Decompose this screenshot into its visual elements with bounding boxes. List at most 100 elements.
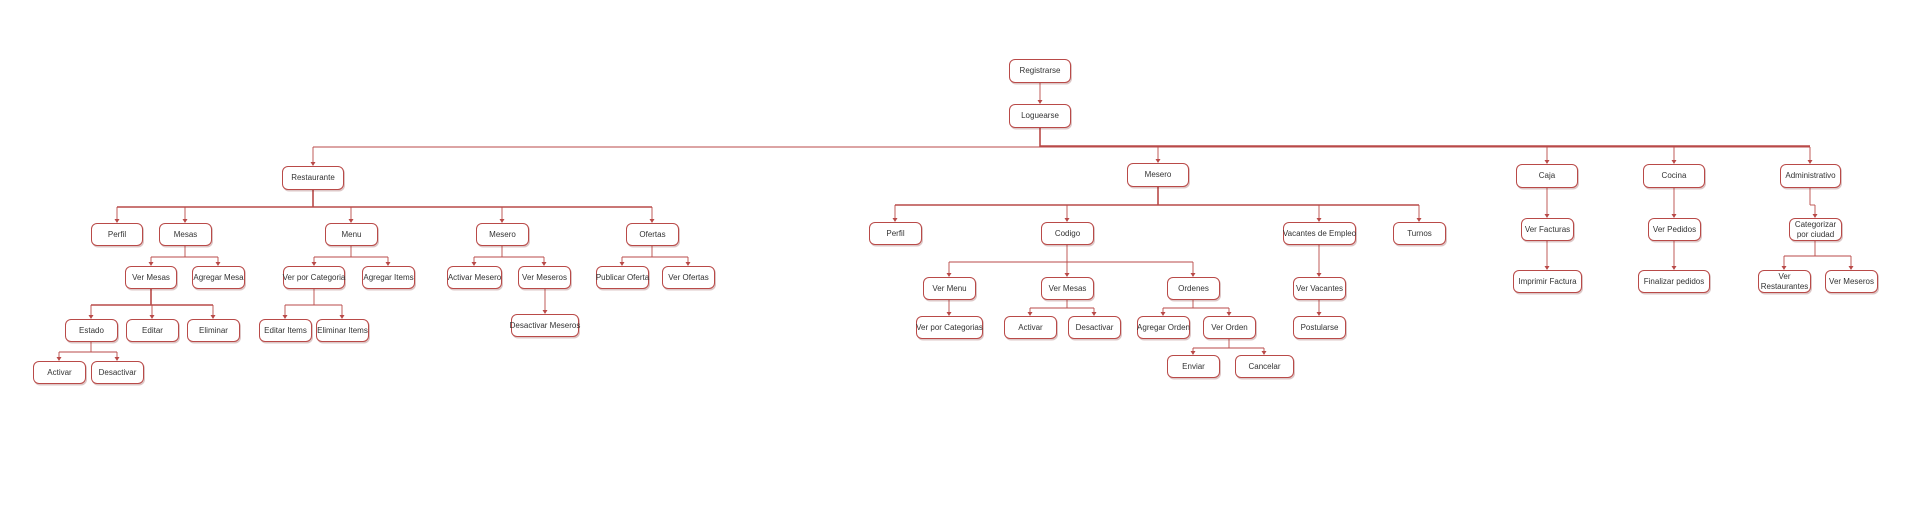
node-restaurante-agregar-mesa: Agregar Mesa	[192, 266, 245, 289]
arrowhead	[1261, 351, 1267, 355]
node-registrarse: Registrarse	[1009, 59, 1071, 83]
node-restaurante-ofertas: Ofertas	[626, 223, 679, 246]
node-mesero-agregar-orden: Agregar Orden	[1137, 316, 1190, 339]
node-mesero-ver-menu: Ver Menu	[923, 277, 976, 300]
node-caja: Caja	[1516, 164, 1578, 188]
node-restaurante-ver-por-categoria: Ver por Categoria	[283, 266, 345, 289]
arrowhead	[1316, 218, 1322, 222]
node-caja-ver-facturas: Ver Facturas	[1521, 218, 1574, 241]
node-mesero-ver-mesas: Ver Mesas	[1041, 277, 1094, 300]
node-restaurante-ver-meseros: Ver Meseros	[518, 266, 571, 289]
arrowhead	[649, 219, 655, 223]
node-restaurante-desactivar: Desactivar	[91, 361, 144, 384]
node-restaurante-ver-mesas: Ver Mesas	[125, 266, 177, 289]
node-administrativo: Administrativo	[1780, 164, 1841, 188]
arrowhead	[1027, 312, 1033, 316]
arrowhead	[1781, 266, 1787, 270]
arrowhead	[1190, 273, 1196, 277]
arrowhead	[1848, 266, 1854, 270]
arrowhead	[1316, 312, 1322, 316]
arrowhead	[619, 262, 625, 266]
arrowhead	[1160, 312, 1166, 316]
arrowhead	[1812, 214, 1818, 218]
arrowhead	[1091, 312, 1097, 316]
node-mesero-codigo: Codigo	[1041, 222, 1094, 245]
node-restaurante-menu: Menu	[325, 223, 378, 246]
node-mesero-perfil: Perfil	[869, 222, 922, 245]
arrowhead	[1544, 266, 1550, 270]
node-mesero-ordenes: Ordenes	[1167, 277, 1220, 300]
node-mesero-ver-por-categorias: Ver por Categorias	[916, 316, 983, 339]
arrowhead	[88, 315, 94, 319]
node-mesero-postularse: Postularse	[1293, 316, 1346, 339]
arrowhead	[385, 262, 391, 266]
arrowhead	[499, 219, 505, 223]
arrowhead	[148, 262, 154, 266]
node-cocina-finalizar-pedidos: Finalizar pedidos	[1638, 270, 1710, 293]
node-cocina-ver-pedidos: Ver Pedidos	[1648, 218, 1701, 241]
arrowhead	[1671, 266, 1677, 270]
arrowhead	[541, 262, 547, 266]
node-restaurante-mesero: Mesero	[476, 223, 529, 246]
node-restaurante-ver-ofertas: Ver Ofertas	[662, 266, 715, 289]
arrowhead	[56, 357, 62, 361]
arrowhead	[1671, 214, 1677, 218]
node-mesero-activar: Activar	[1004, 316, 1057, 339]
arrowhead	[182, 219, 188, 223]
arrowhead	[1190, 351, 1196, 355]
node-loguearse: Loguearse	[1009, 104, 1071, 128]
node-caja-imprimir-factura: Imprimir Factura	[1513, 270, 1582, 293]
arrowhead	[348, 219, 354, 223]
node-restaurante-mesas: Mesas	[159, 223, 212, 246]
arrowhead	[1416, 218, 1422, 222]
arrowhead	[946, 273, 952, 277]
arrowhead	[1316, 273, 1322, 277]
node-restaurante-perfil: Perfil	[91, 223, 143, 246]
arrowhead	[471, 262, 477, 266]
node-restaurante-eliminar: Eliminar	[187, 319, 240, 342]
node-restaurante-activar-mesero: Activar Mesero	[447, 266, 502, 289]
node-restaurante-editar-items: Editar Items	[259, 319, 312, 342]
arrowhead	[946, 312, 952, 316]
node-restaurante: Restaurante	[282, 166, 344, 190]
arrowhead	[311, 262, 317, 266]
arrowhead	[1671, 160, 1677, 164]
arrowhead	[1807, 160, 1813, 164]
arrowhead	[114, 219, 120, 223]
node-restaurante-editar: Editar	[126, 319, 179, 342]
arrowhead	[1037, 100, 1043, 104]
node-mesero-ver-vacantes: Ver Vacantes	[1293, 277, 1346, 300]
node-mesero-turnos: Turnos	[1393, 222, 1446, 245]
arrowhead	[149, 315, 155, 319]
arrowhead	[210, 315, 216, 319]
node-administrativo-categorizar-por-ciudad: Categorizar por ciudad	[1789, 218, 1842, 241]
arrowhead	[114, 357, 120, 361]
node-restaurante-eliminar-items: Eliminar Items	[316, 319, 369, 342]
node-restaurante-desactivar-meseros: Desactivar Meseros	[510, 314, 580, 337]
node-restaurante-estado: Estado	[65, 319, 118, 342]
node-restaurante-agregar-items: Agregar Items	[362, 266, 415, 289]
node-cocina: Cocina	[1643, 164, 1705, 188]
node-restaurante-publicar-oferta: Publicar Oferta	[596, 266, 649, 289]
arrowhead	[215, 262, 221, 266]
node-administrativo-ver-restaurantes: Ver Restaurantes	[1758, 270, 1811, 293]
node-mesero-cancelar: Cancelar	[1235, 355, 1294, 378]
arrowhead	[542, 310, 548, 314]
arrowhead	[1226, 312, 1232, 316]
node-administrativo-ver-meseros: Ver Meseros	[1825, 270, 1878, 293]
arrowhead	[1544, 214, 1550, 218]
arrowhead	[282, 315, 288, 319]
node-mesero-ver-orden: Ver Orden	[1203, 316, 1256, 339]
arrowhead	[1064, 273, 1070, 277]
node-mesero-desactivar: Desactivar	[1068, 316, 1121, 339]
arrowhead	[1155, 159, 1161, 163]
arrowhead	[310, 162, 316, 166]
node-restaurante-activar: Activar	[33, 361, 86, 384]
arrowhead	[339, 315, 345, 319]
node-mesero: Mesero	[1127, 163, 1189, 187]
arrowhead	[685, 262, 691, 266]
arrowhead	[1064, 218, 1070, 222]
arrowhead	[892, 218, 898, 222]
